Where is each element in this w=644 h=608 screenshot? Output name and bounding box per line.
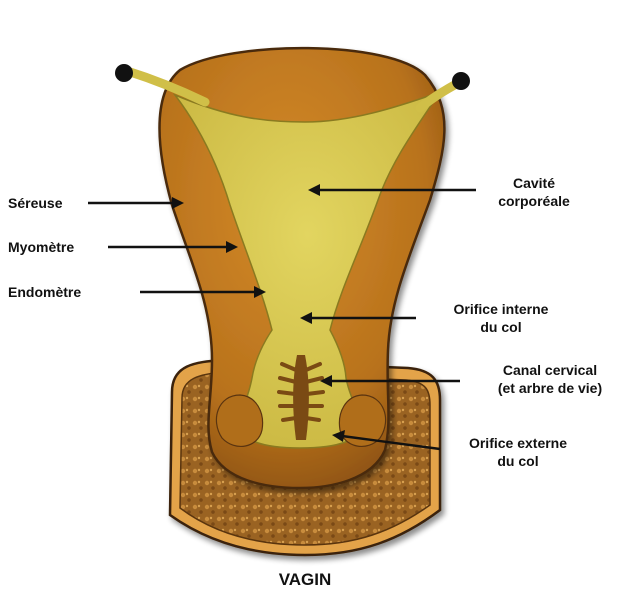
fallopian-tubes xyxy=(115,64,470,113)
label-arrows xyxy=(88,184,476,451)
label-orifice-externe-2: du col xyxy=(497,453,538,469)
label-cavite-1: Cavité xyxy=(513,175,555,191)
label-endometre: Endomètre xyxy=(8,284,81,300)
label-orifice-externe-1: Orifice externe xyxy=(469,435,567,451)
cervical-lip-right xyxy=(338,394,387,447)
label-canal-1: Canal cervical xyxy=(503,362,597,378)
uterine-cavity xyxy=(172,90,442,449)
tube-right-end xyxy=(452,72,470,90)
label-orifice-interne-2: du col xyxy=(480,319,521,335)
label-canal-2: (et arbre de vie) xyxy=(498,380,602,396)
cervical-lip-left xyxy=(215,394,264,447)
label-vagin: VAGIN xyxy=(279,570,332,589)
label-cavite-2: corporéale xyxy=(498,193,570,209)
arbor-vitae xyxy=(277,355,325,440)
labels: Séreuse Myomètre Endomètre Cavité corpor… xyxy=(8,175,602,589)
label-myometre: Myomètre xyxy=(8,239,74,255)
label-orifice-interne-1: Orifice interne xyxy=(454,301,549,317)
label-sereuse: Séreuse xyxy=(8,195,63,211)
tube-left-end xyxy=(115,64,133,82)
